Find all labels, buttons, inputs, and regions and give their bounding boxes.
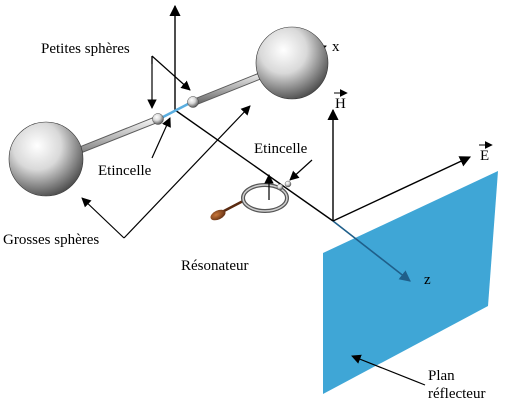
resonator-label: Résonateur [181, 258, 248, 274]
resonator-handle-knob [210, 209, 226, 221]
z-axis [332, 220, 411, 282]
small-sphere-left [152, 113, 164, 125]
x-axis-label: x [332, 39, 340, 55]
h-axis-label-group: H [334, 89, 348, 112]
resonator [210, 180, 292, 221]
small-spheres-leaders [147, 55, 191, 109]
e-axis [332, 156, 472, 222]
large-spheres-label: Grosses sphères [3, 232, 99, 248]
resonator-spark-label: Etincelle [254, 141, 308, 157]
z-axis-label: z [424, 272, 431, 288]
large-spheres-leaders [81, 105, 251, 239]
h-axis-label: H [335, 96, 346, 112]
propagation-line [174, 109, 334, 222]
e-axis-label: E [480, 148, 489, 164]
reflector-plane [323, 171, 498, 394]
emitter-spark-label: Etincelle [98, 163, 152, 179]
emitter-spark-gap [162, 102, 189, 119]
large-sphere-left [8, 121, 84, 197]
small-spheres-label: Petites sphères [41, 41, 130, 57]
resonator-gap-ball-2 [284, 180, 292, 188]
reflector-label-line2: réflecteur [428, 386, 485, 402]
e-axis-label-group: E [479, 141, 493, 164]
emitter-spark-leader [151, 117, 171, 159]
small-sphere-right [187, 96, 199, 108]
reflector-leader [351, 354, 426, 386]
reflector-label-line1: Plan [428, 368, 455, 384]
resonator-gap-ball-1 [276, 183, 284, 191]
resonator-spark-leader [289, 159, 313, 181]
large-sphere-right [255, 26, 329, 100]
